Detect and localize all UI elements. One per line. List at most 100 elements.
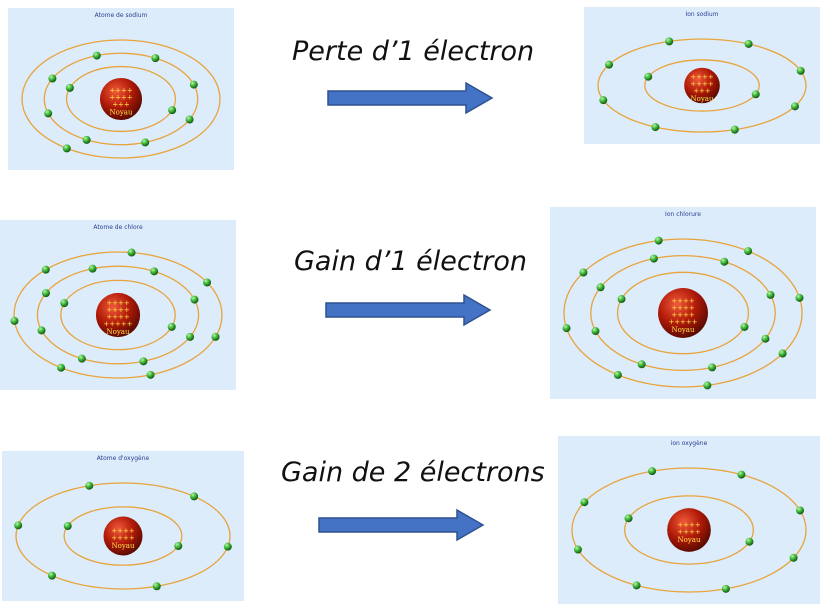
- electron: [47, 571, 56, 580]
- electron-shell-2: [571, 467, 807, 593]
- nucleus-label: Noyau: [112, 542, 135, 550]
- nucleus-charge: ++++: [106, 306, 130, 314]
- nucleus-label: Noyau: [110, 109, 133, 117]
- electron: [167, 322, 176, 331]
- electron: [211, 332, 220, 341]
- electron: [613, 370, 622, 379]
- electron: [721, 584, 730, 593]
- electron: [665, 37, 674, 46]
- nucleus-charge: ++++: [106, 299, 130, 307]
- arrow-right-icon: [325, 293, 492, 327]
- electron: [644, 72, 653, 81]
- electron: [141, 138, 150, 147]
- nucleus: [667, 508, 711, 552]
- electron-shell-2: [15, 482, 231, 590]
- electron-shell-3: [563, 238, 803, 388]
- nucleus-charge: ++++: [690, 80, 714, 88]
- nucleus-charge: ++++: [109, 94, 133, 102]
- electron: [740, 322, 749, 331]
- row-caption: Perte d’1 électron: [292, 36, 535, 67]
- electron-shell-1: [624, 495, 754, 565]
- electron: [151, 54, 160, 63]
- electron: [88, 264, 97, 273]
- electron: [789, 553, 798, 562]
- electron: [720, 257, 729, 266]
- electron: [796, 506, 805, 515]
- nucleus-charge: ++++: [106, 313, 130, 321]
- nucleus-label: Noyau: [672, 326, 695, 334]
- atom-diagram: +++++++++++++++++Noyau: [10, 248, 223, 379]
- nucleus-charge: ++++: [671, 304, 695, 312]
- electron: [651, 123, 660, 132]
- nucleus-charge: ++++: [671, 297, 695, 305]
- electron-shell-2: [36, 265, 200, 365]
- electron: [10, 316, 19, 325]
- electron: [14, 521, 23, 530]
- atom-diagram: +++++++++++Noyau: [597, 37, 807, 134]
- nucleus-charge: ++++: [111, 534, 135, 542]
- chlorine-atom-panel: Atome de chlore +++++++++++++++++Noyau: [0, 220, 236, 390]
- electron: [57, 363, 66, 372]
- panel-title: Atome de sodium: [94, 12, 148, 19]
- electron: [62, 144, 71, 153]
- electron-shell-1: [60, 279, 176, 351]
- atom-diagram: ++++++++Noyau: [14, 481, 232, 591]
- nucleus: [95, 292, 141, 338]
- panel-title: ion oxygène: [670, 440, 708, 447]
- sodium-atom-panel: Atome de sodium +++++++++++Noyau: [8, 8, 234, 170]
- electron: [649, 254, 658, 263]
- electron: [139, 357, 148, 366]
- electron: [190, 295, 199, 304]
- electron-shell-1: [644, 59, 760, 112]
- electron-shell-3: [21, 39, 221, 159]
- arrow-right-icon: [318, 508, 485, 542]
- electron: [223, 542, 232, 551]
- electron: [730, 125, 739, 134]
- electron: [617, 295, 626, 304]
- electron: [174, 541, 183, 550]
- electron: [796, 66, 805, 75]
- electron: [37, 326, 46, 335]
- nucleus-charge: ++++: [690, 73, 714, 81]
- nucleus-label: Noyau: [691, 95, 714, 103]
- electron-shell-3: [13, 251, 223, 379]
- electron: [737, 470, 746, 479]
- nucleus: [99, 77, 143, 121]
- atom-diagram: ++++++++Noyau: [571, 467, 807, 593]
- electron-shell-1: [616, 271, 750, 355]
- electron: [605, 60, 614, 69]
- nucleus-charge: +++++: [668, 318, 697, 326]
- nucleus: [658, 288, 708, 338]
- nucleus: [103, 516, 143, 556]
- electron: [189, 80, 198, 89]
- panel-title: Ion sodium: [685, 11, 719, 18]
- nucleus-charge: +++++: [103, 320, 132, 328]
- electron-shell-1: [65, 65, 177, 133]
- electron-shell-2: [590, 255, 776, 371]
- atom-diagram: +++++++++++++++++Noyau: [562, 236, 804, 390]
- electron: [152, 582, 161, 591]
- nucleus-charge: ++++: [671, 311, 695, 319]
- electron: [790, 102, 799, 111]
- electron: [190, 492, 199, 501]
- electron: [751, 90, 760, 99]
- electron: [185, 115, 194, 124]
- electron-shell-1: [63, 506, 183, 566]
- electron: [127, 248, 136, 257]
- nucleus-charge: ++++: [109, 87, 133, 95]
- nucleus-charge: ++++: [677, 521, 701, 529]
- electron: [632, 581, 641, 590]
- electron: [708, 363, 717, 372]
- electron: [92, 51, 101, 60]
- electron: [63, 522, 72, 531]
- electron: [203, 278, 212, 287]
- electron: [761, 334, 770, 343]
- electron: [65, 83, 74, 92]
- row-caption: Gain d’1 électron: [294, 246, 528, 277]
- electron-shell-2: [597, 38, 807, 133]
- panel-title: Ion chlorure: [665, 211, 701, 218]
- electron: [744, 39, 753, 48]
- chloride-ion-panel: Ion chlorure +++++++++++++++++Noyau: [550, 207, 816, 399]
- electron: [596, 283, 605, 292]
- electron: [573, 545, 582, 554]
